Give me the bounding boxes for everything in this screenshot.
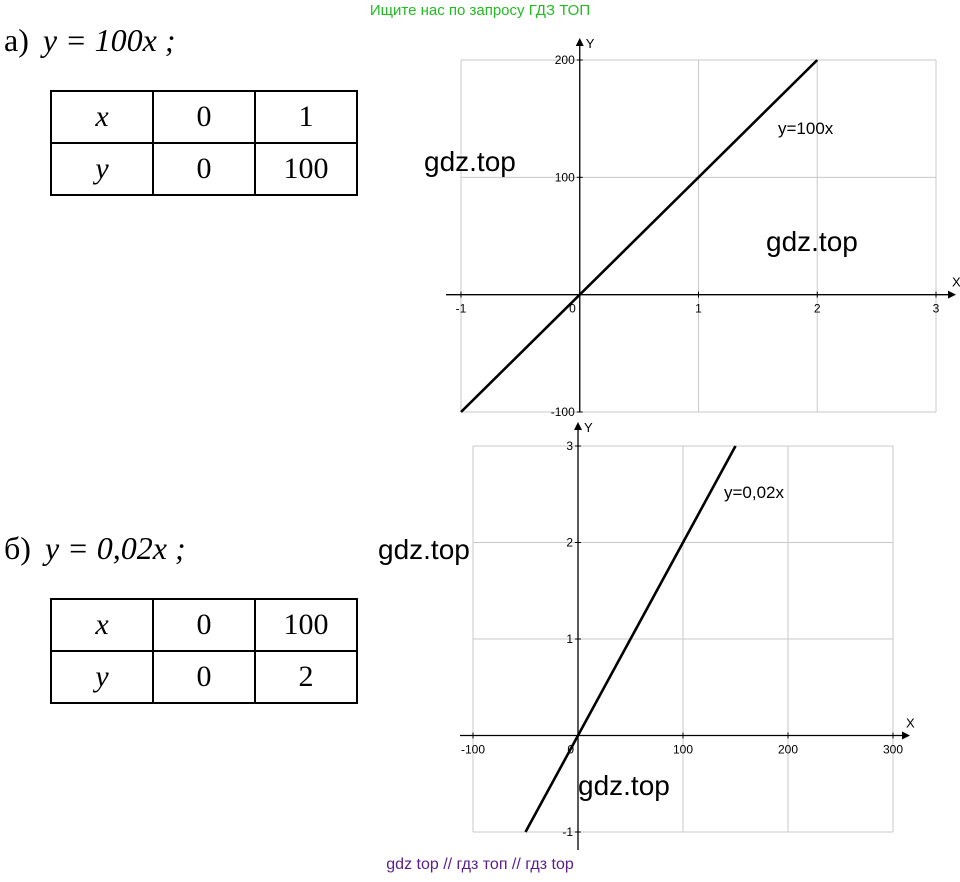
x-axis-arrow — [902, 731, 910, 740]
x-tick-label: 200 — [778, 743, 798, 757]
y-tick-label: -100 — [551, 405, 575, 419]
y-tick-label: 100 — [555, 170, 575, 184]
series-line — [460, 59, 819, 413]
x-tick-label: 100 — [673, 743, 693, 757]
task-a-equation: y = 100x ; — [42, 22, 176, 58]
y-axis-label: Y — [584, 420, 593, 435]
x-tick-label: 0 — [569, 302, 576, 316]
table-cell: 0 — [152, 650, 256, 704]
task-b-equation: y = 0,02x ; — [44, 530, 186, 566]
y-tick-label: -1 — [562, 825, 573, 839]
watermark: gdz.top — [578, 770, 670, 801]
task-b-value-table: x 0 100 y 0 2 — [50, 598, 358, 704]
task-b-letter: б) — [4, 530, 31, 566]
y-axis-arrow — [575, 38, 584, 46]
table-cell: 100 — [254, 142, 358, 196]
x-tick-label: 3 — [933, 302, 940, 316]
y-tick-label: 2 — [566, 536, 573, 550]
task-a-letter: а) — [4, 22, 29, 58]
y-axis-arrow — [574, 422, 582, 430]
x-tick-label: 2 — [814, 302, 821, 316]
x-tick-label: 1 — [695, 302, 702, 316]
y-axis-label: Y — [586, 36, 595, 51]
table-cell: 2 — [254, 650, 358, 704]
table-row: y 0 2 — [50, 650, 358, 704]
table-cell: 0 — [152, 90, 256, 144]
series-label: y=0,02x — [724, 483, 785, 502]
watermark: gdz.top — [424, 146, 516, 177]
y-tick-label: 200 — [555, 53, 575, 67]
y-tick-label: 1 — [566, 632, 573, 646]
watermark: gdz.top — [766, 226, 858, 257]
x-tick-label: -1 — [456, 302, 467, 316]
bottom-banner: gdz top // гдз топ // гдз top — [386, 856, 574, 873]
chart-y-100x: X Y -1 0 1 2 3 -100 100 200 y=100x — [446, 36, 960, 419]
series-label: y=100x — [778, 119, 834, 138]
x-tick-label: -100 — [461, 743, 485, 757]
x-axis-arrow — [948, 290, 956, 299]
watermark: gdz.top — [378, 534, 470, 565]
y-tick-label: 3 — [566, 439, 573, 453]
table-cell: 1 — [254, 90, 358, 144]
top-banner: Ищите нас по запросу ГДЗ ТОП — [369, 2, 591, 19]
x-axis-label: X — [906, 716, 915, 731]
table-row: x 0 100 — [50, 598, 358, 652]
x-tick-label: 300 — [883, 743, 903, 757]
task-a-value-table: x 0 1 y 0 100 — [50, 90, 358, 196]
task-b-label: б) y = 0,02x ; — [4, 530, 186, 567]
table-cell: 0 — [152, 142, 256, 196]
task-a-label: а) y = 100x ; — [4, 22, 176, 59]
table-row: x 0 1 — [50, 90, 358, 144]
table-cell: 100 — [254, 598, 358, 652]
series-line — [524, 445, 737, 833]
table-row: y 0 100 — [50, 142, 358, 196]
table-cell-x-label: x — [50, 598, 154, 652]
table-cell-x-label: x — [50, 90, 154, 144]
x-axis-label: X — [952, 275, 960, 290]
table-cell-y-label: y — [50, 650, 154, 704]
table-cell: 0 — [152, 598, 256, 652]
table-cell-y-label: y — [50, 142, 154, 196]
